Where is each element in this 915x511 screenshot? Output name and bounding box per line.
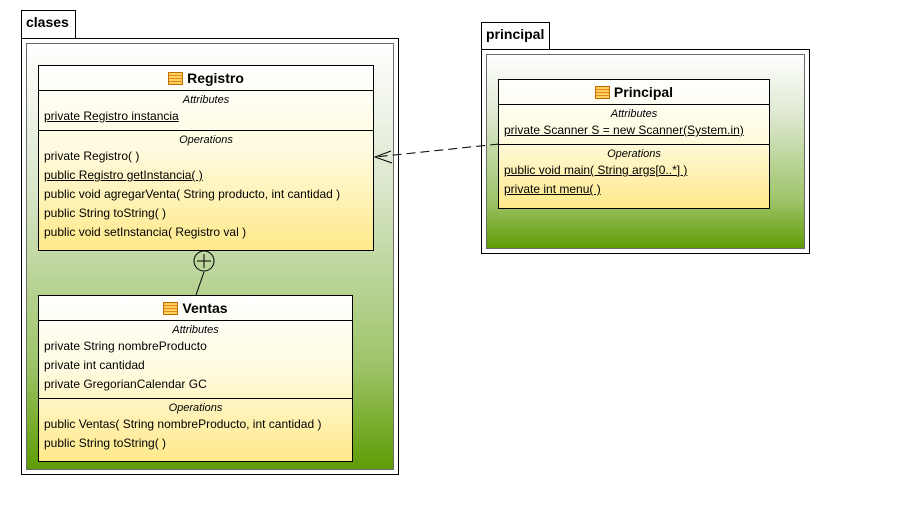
operation-item[interactable]: public Registro getInstancia( ) xyxy=(44,168,203,182)
attribute-item[interactable]: private Registro instancia xyxy=(44,109,179,123)
operations-title: Operations xyxy=(168,402,223,414)
class-registro-name: Registro xyxy=(187,70,244,86)
package-tab-principal[interactable]: principal xyxy=(481,22,550,50)
attributes-title: Attributes xyxy=(172,324,219,336)
dependency-line xyxy=(374,143,500,158)
operation-item[interactable]: public void setInstancia( Registro val ) xyxy=(44,225,247,239)
class-registro[interactable]: Registro Attributes private Registro ins… xyxy=(38,65,374,251)
class-registro-attributes: Attributes private Registro instancia xyxy=(39,91,373,131)
nesting-line xyxy=(195,271,205,296)
class-icon xyxy=(168,71,184,85)
operation-item[interactable]: public void agregarVenta( String product… xyxy=(44,187,341,201)
class-icon xyxy=(594,85,610,99)
class-registro-header: Registro xyxy=(39,66,373,91)
operations-title: Operations xyxy=(607,148,661,160)
attributes-title: Attributes xyxy=(182,94,230,106)
operation-item[interactable]: private int menu( ) xyxy=(504,182,601,196)
class-icon xyxy=(163,301,179,315)
attribute-item[interactable]: private int cantidad xyxy=(44,358,145,372)
package-name-clases: clases xyxy=(26,14,69,30)
package-name-principal: principal xyxy=(486,26,545,42)
nesting-anchor-icon xyxy=(193,250,215,272)
class-registro-operations: Operations private Registro( ) public Re… xyxy=(39,131,373,246)
class-principal-operations: Operations public void main( String args… xyxy=(499,145,769,203)
class-ventas-operations: Operations public Ventas( String nombreP… xyxy=(39,399,352,457)
class-principal[interactable]: Principal Attributes private Scanner S =… xyxy=(498,79,770,209)
attribute-item[interactable]: private GregorianCalendar GC xyxy=(44,377,207,391)
class-principal-header: Principal xyxy=(499,80,769,105)
dependency-arrowhead-icon xyxy=(373,150,393,164)
operations-title: Operations xyxy=(179,134,233,146)
class-ventas-header: Ventas xyxy=(39,296,352,321)
operation-item[interactable]: public Ventas( String nombreProducto, in… xyxy=(44,417,322,431)
class-principal-attributes: Attributes private Scanner S = new Scann… xyxy=(499,105,769,145)
attribute-item[interactable]: private String nombreProducto xyxy=(44,339,207,353)
operation-item[interactable]: public String toString( ) xyxy=(44,436,167,450)
attributes-title: Attributes xyxy=(610,108,658,120)
class-ventas-attributes: Attributes private String nombreProducto… xyxy=(39,321,352,399)
operation-item[interactable]: private Registro( ) xyxy=(44,149,140,163)
class-ventas[interactable]: Ventas Attributes private String nombreP… xyxy=(38,295,353,462)
class-ventas-name: Ventas xyxy=(182,300,228,316)
operation-item[interactable]: public String toString( ) xyxy=(44,206,167,220)
package-tab-clases[interactable]: clases xyxy=(21,10,76,39)
class-principal-name: Principal xyxy=(613,84,674,100)
operation-item[interactable]: public void main( String args[0..*] ) xyxy=(504,163,688,177)
attribute-item[interactable]: private Scanner S = new Scanner(System.i… xyxy=(504,123,744,137)
